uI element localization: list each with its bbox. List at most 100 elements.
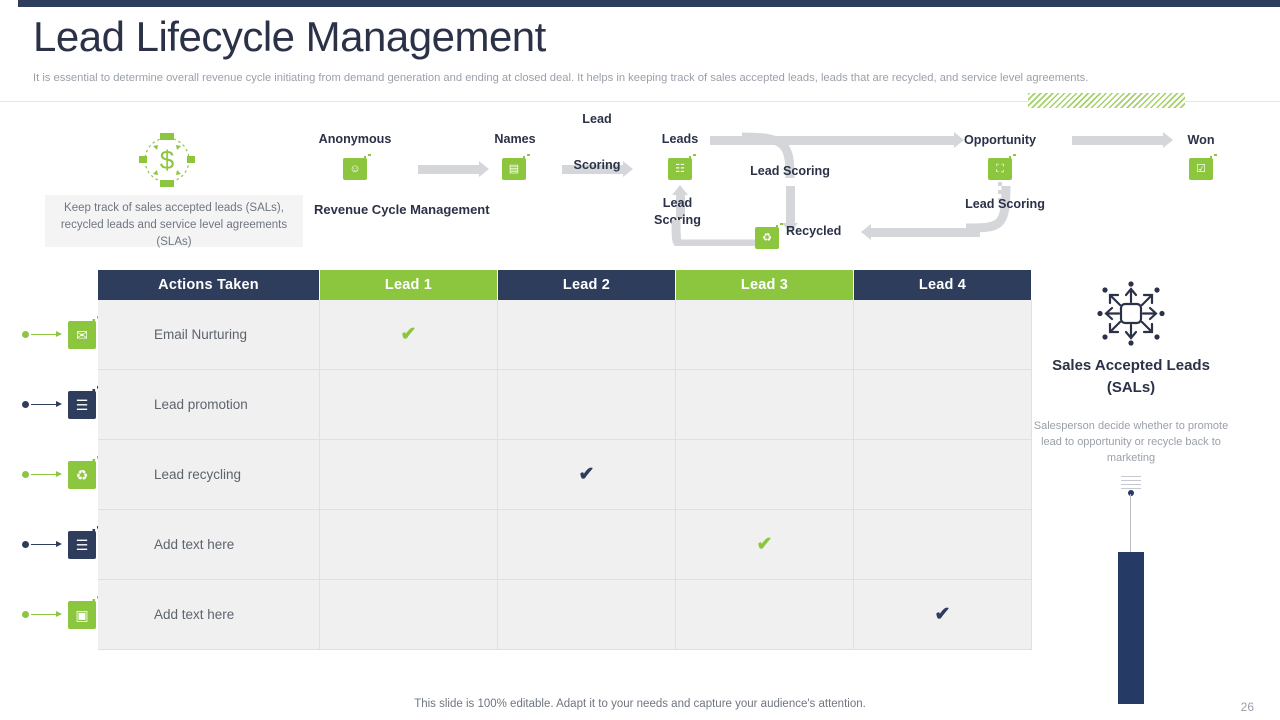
row-marker-dot: [22, 331, 29, 338]
presentation-icon: ▣: [68, 596, 101, 629]
table-cell-action: Email Nurturing: [98, 300, 320, 370]
flow-arrow-anonymous-to-names: [418, 161, 489, 177]
table-cell-lead-2[interactable]: [498, 580, 676, 650]
table-cell-lead-2[interactable]: ✔: [498, 440, 676, 510]
flow-caption: Revenue Cycle Management: [314, 202, 490, 217]
table-cell-lead-4[interactable]: ✔: [854, 580, 1032, 650]
row-marker-arrow-icon: [31, 610, 62, 619]
revenue-cycle-flow: Anonymous ☺ Revenue Cycle Management Nam…: [300, 108, 1280, 256]
decoration-dot: [1127, 490, 1134, 496]
anonymous-user-icon: ☺: [343, 154, 371, 180]
page-number: 26: [1240, 700, 1254, 714]
table-cell-lead-3[interactable]: [676, 370, 854, 440]
opportunity-icon: ⛶: [988, 154, 1016, 180]
recycle-icon: ♻: [755, 223, 783, 249]
table-row: Add text here✔: [98, 580, 1032, 650]
row-icon-glyph: ✉: [76, 326, 88, 343]
row-marker-dot: [22, 541, 29, 548]
table-column-header-3[interactable]: Lead 3: [676, 270, 854, 300]
spark-accent: [1210, 154, 1217, 158]
email-nurturing-icon: ✉: [68, 316, 101, 349]
bottom-right-decoration: [1100, 474, 1166, 704]
table-cell-lead-3[interactable]: [676, 440, 854, 510]
table-cell-action: Lead recycling: [98, 440, 320, 510]
table-cell-lead-2[interactable]: [498, 510, 676, 580]
flow-curve-down-to-recycled: [741, 132, 795, 179]
table-cell-lead-2[interactable]: [498, 300, 676, 370]
lead-recycling-icon: ♻: [68, 456, 101, 489]
table-cell-lead-2[interactable]: [498, 370, 676, 440]
table-cell-lead-1[interactable]: [320, 580, 498, 650]
svg-text:$: $: [160, 145, 175, 175]
table-row: Add text here ✔: [98, 510, 1032, 580]
check-icon: ✔: [578, 464, 595, 485]
table-cell-lead-1[interactable]: [320, 510, 498, 580]
page-title: Lead Lifecycle Management: [33, 13, 546, 60]
row-marker: ▣: [22, 580, 102, 650]
row-marker-dot: [22, 611, 29, 618]
table-column-header-2[interactable]: Lead 2: [498, 270, 676, 300]
flow-label-lead-scoring-top-2: Scoring: [573, 158, 621, 172]
flow-curve-recycled-to-leads: [671, 219, 766, 246]
spark-accent: [364, 154, 371, 158]
flow-node-names-label: Names: [494, 132, 536, 146]
table-row: Email Nurturing ✔: [98, 300, 1032, 370]
footer-note: This slide is 100% editable. Adapt it to…: [414, 698, 866, 710]
left-info-box: [45, 195, 303, 247]
action-label: Email Nurturing: [154, 327, 248, 342]
flow-arrow-back-to-recycled: [861, 224, 980, 240]
lead-promotion-icon: ☰: [68, 386, 101, 419]
top-accent-bar: [18, 0, 1280, 7]
action-label: Add text here: [154, 537, 235, 552]
action-label: Lead recycling: [154, 467, 242, 482]
table-cell-lead-1[interactable]: ✔: [320, 300, 498, 370]
table-cell-lead-4[interactable]: [854, 510, 1032, 580]
check-icon: ✔: [400, 324, 417, 345]
flow-label-lead-scoring-top-1: Lead: [582, 112, 612, 126]
table-cell-lead-4[interactable]: [854, 300, 1032, 370]
page-subtitle: It is essential to determine overall rev…: [33, 72, 1089, 84]
table-cell-lead-4[interactable]: [854, 440, 1032, 510]
table-cell-lead-3[interactable]: [676, 580, 854, 650]
spark-accent: [689, 154, 696, 158]
right-panel-description: Salesperson decide whether to promote le…: [1033, 420, 1229, 464]
row-marker: ♻: [22, 440, 102, 510]
document-icon: ☰: [68, 526, 101, 559]
revenue-cycle-dollar-icon: $: [138, 131, 196, 189]
opportunity-glyph: ⛶: [996, 162, 1004, 175]
contact-card-glyph: ▤: [508, 162, 520, 175]
table-column-header-1[interactable]: Lead 1: [320, 270, 498, 300]
table-cell-lead-1[interactable]: [320, 440, 498, 510]
row-marker-arrow-icon: [31, 330, 62, 339]
right-panel-title: Sales Accepted Leads (SALs): [1052, 357, 1210, 396]
table-cell-lead-1[interactable]: [320, 370, 498, 440]
network-hub-icon: [1090, 278, 1172, 350]
won-deal-glyph: ☑: [1196, 162, 1206, 175]
flow-node-opportunity-label: Opportunity: [963, 133, 1037, 147]
flow-label-lead-scoring-mid: Lead Scoring: [750, 164, 830, 178]
flow-node-leads-label: Leads: [661, 132, 699, 146]
header-divider: [0, 101, 1280, 102]
flow-node-anonymous-label: Anonymous: [318, 132, 392, 146]
flow-node-won-label: Won: [1187, 133, 1215, 147]
row-marker-arrow-icon: [31, 400, 62, 409]
table-column-header-0[interactable]: Actions Taken: [98, 270, 320, 300]
flow-label-lead-scoring-left-1: Lead: [662, 196, 693, 210]
flow-arrow-opportunity-to-won: [1072, 132, 1173, 148]
table-row: Lead recycling ✔: [98, 440, 1032, 510]
table-cell-lead-4[interactable]: [854, 370, 1032, 440]
table-cell-lead-3[interactable]: [676, 300, 854, 370]
table-cell-action: Lead promotion: [98, 370, 320, 440]
table-column-header-4[interactable]: Lead 4: [854, 270, 1032, 300]
table-cell-action: Add text here: [98, 510, 320, 580]
left-info-text: Keep track of sales accepted leads (SALs…: [60, 202, 288, 248]
table-cell-lead-3[interactable]: ✔: [676, 510, 854, 580]
flow-arrow-down-to-recycled: [782, 186, 798, 233]
won-deal-icon: ☑: [1189, 154, 1217, 180]
spark-accent: [523, 154, 530, 158]
flow-node-recycled-label: Recycled: [786, 224, 842, 238]
check-icon: ✔: [934, 604, 951, 625]
spark-accent: [776, 223, 783, 227]
